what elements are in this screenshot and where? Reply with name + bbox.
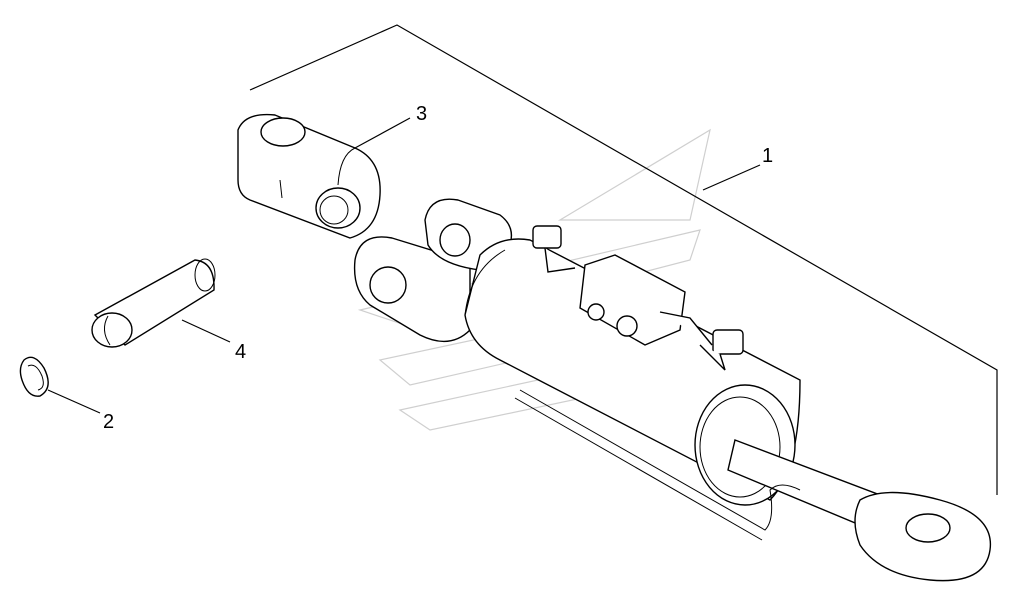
leader-line-4	[181, 319, 231, 343]
callout-1: 1	[762, 145, 773, 167]
retaining-ring	[19, 356, 49, 397]
leader-line-2	[47, 389, 101, 414]
leader-line-1	[702, 164, 761, 191]
leader-line-3	[354, 117, 411, 149]
clevis-yoke	[237, 113, 381, 239]
callout-3: 3	[416, 103, 427, 125]
callout-2: 2	[103, 411, 114, 433]
leader-lines	[47, 117, 761, 414]
pivot-pin	[91, 258, 216, 348]
hydraulic-cylinder	[353, 198, 992, 582]
callout-4: 4	[235, 341, 246, 363]
assembly-bracket	[249, 24, 998, 495]
